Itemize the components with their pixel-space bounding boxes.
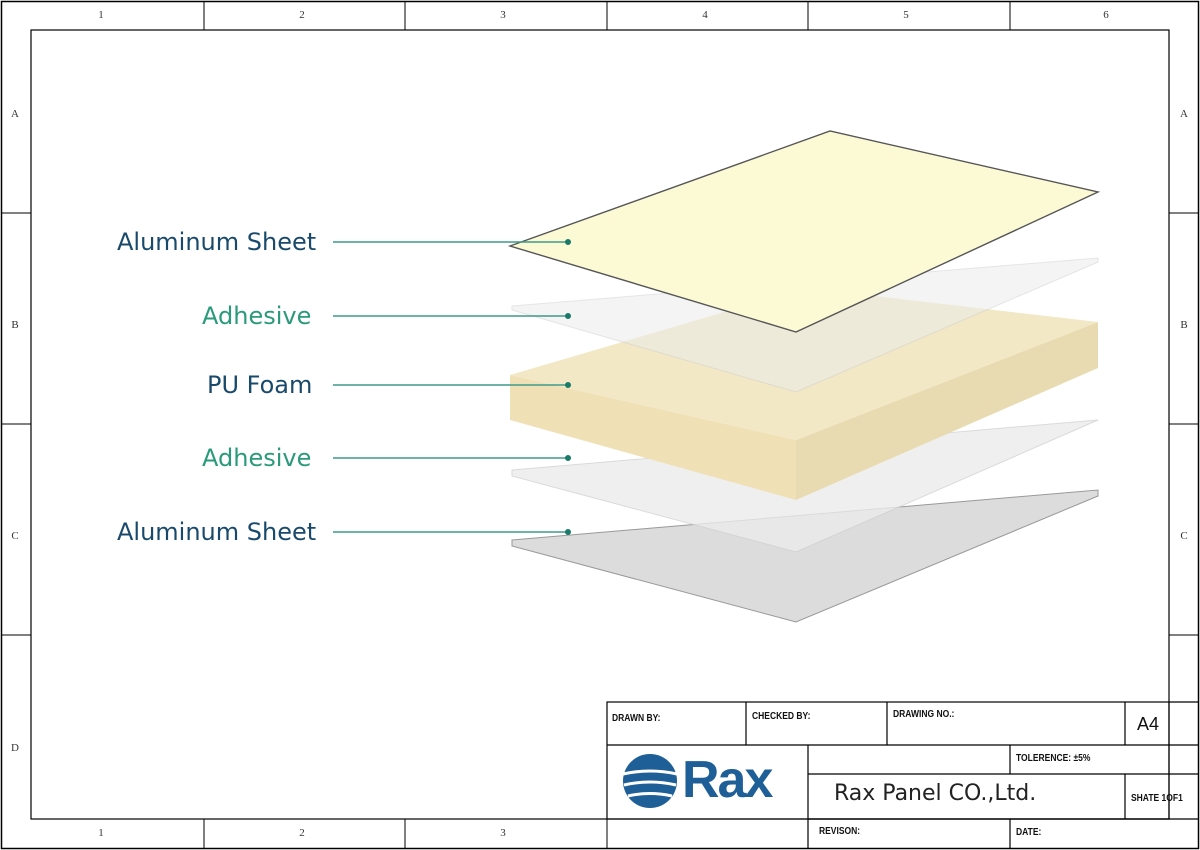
tolerance-label: TOLERENCE: ±5% (1016, 753, 1091, 764)
revision-label: REVISON: (819, 826, 861, 837)
title-block-grid (606, 701, 1198, 848)
leader-dot-1 (565, 239, 571, 245)
col-label-2-top: 2 (299, 9, 305, 21)
leader-dot-5 (565, 529, 571, 535)
pu-foam-side-face (796, 322, 1098, 500)
rax-globe-icon (622, 754, 678, 808)
col-label-6-top: 6 (1103, 9, 1109, 21)
col-label-5-top: 5 (903, 9, 909, 21)
leader-dot-2 (565, 313, 571, 319)
col-label-2-bottom: 2 (299, 827, 305, 839)
col-label-4-top: 4 (702, 9, 708, 21)
layer-stack (507, 130, 1101, 623)
col-label-1-top: 1 (98, 9, 104, 21)
layer-label-bottom-aluminum-sheet: Aluminum Sheet (117, 518, 317, 546)
row-label-c-right: C (1180, 530, 1188, 542)
leader-dot-4 (565, 455, 571, 461)
date-label: DATE: (1016, 827, 1042, 838)
col-label-3-top: 3 (500, 9, 506, 21)
drawing-no-label: DRAWING NO.: (893, 709, 955, 720)
layer-label-top-aluminum-sheet: Aluminum Sheet (117, 228, 317, 256)
company-name: Rax Panel CO.,Ltd. (834, 781, 1037, 806)
col-label-1-bottom: 1 (98, 827, 104, 839)
drawn-by-label: DRAWN BY: (612, 713, 661, 724)
checked-by-label: CHECKED BY: (752, 711, 811, 722)
col-label-3-bottom: 3 (500, 827, 506, 839)
row-label-a-left: A (11, 108, 19, 120)
top-aluminum-sheet-shape (507, 130, 1101, 333)
pu-foam-front-face (510, 375, 796, 500)
layer-label-top-adhesive: Adhesive (202, 302, 312, 330)
bottom-zone-dividers (203, 819, 608, 848)
bottom-aluminum-sheet-shape (511, 489, 1099, 623)
rax-logo-text: Rax (682, 751, 773, 809)
layer-label-pu-foam: PU Foam (207, 371, 313, 399)
side-zone-dividers (2, 212, 1198, 636)
row-label-b-left: B (11, 319, 19, 331)
sheet-size: A4 (1137, 714, 1160, 734)
row-label-c-left: C (11, 530, 19, 542)
top-zone-dividers (203, 2, 1011, 30)
leader-dot-3 (565, 382, 571, 388)
layer-label-bottom-adhesive: Adhesive (202, 444, 312, 472)
leader-lines (333, 239, 571, 535)
row-label-d-left: D (11, 742, 19, 754)
row-label-a-right: A (1180, 108, 1188, 120)
sheet-number: SHATE 1OF1 (1131, 793, 1183, 804)
row-label-b-right: B (1180, 319, 1188, 331)
